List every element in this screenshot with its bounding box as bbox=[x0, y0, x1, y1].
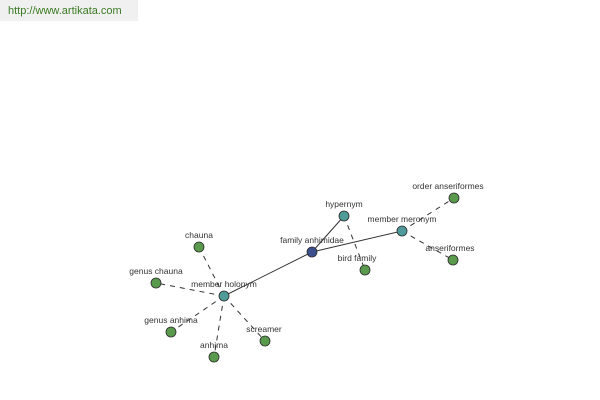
node-screamer[interactable] bbox=[259, 335, 271, 347]
edges-layer bbox=[155, 197, 455, 358]
node-member-meronym[interactable] bbox=[396, 225, 408, 237]
node-label-bird-family[interactable]: bird family bbox=[338, 253, 377, 263]
node-label-member-holonym[interactable]: member holonym bbox=[191, 279, 257, 289]
labels-layer: family anhimidae hypernym member meronym me… bbox=[129, 181, 483, 350]
node-label-genus-anhima[interactable]: genus anhima bbox=[144, 315, 198, 325]
node-label-genus-chauna[interactable]: genus chauna bbox=[129, 266, 183, 276]
node-member-holonym[interactable] bbox=[218, 290, 230, 302]
node-label-chauna[interactable]: chauna bbox=[185, 230, 213, 240]
node-label-hypernym[interactable]: hypernym bbox=[325, 199, 362, 209]
node-order-anseriformes[interactable] bbox=[448, 192, 460, 204]
node-anseriformes[interactable] bbox=[447, 254, 459, 266]
edge-member_meronym-order_anseriformes bbox=[401, 197, 455, 232]
edge-center-hypernym bbox=[311, 215, 345, 253]
site-url-link[interactable]: http://www.artikata.com bbox=[8, 4, 122, 17]
node-label-order-anseriformes[interactable]: order anseriformes bbox=[412, 181, 483, 191]
node-hypernym[interactable] bbox=[338, 210, 350, 222]
edge-member_holonym-screamer bbox=[223, 295, 266, 342]
edge-member_holonym-anhima bbox=[213, 295, 225, 358]
nodes-layer bbox=[150, 192, 460, 363]
node-center[interactable] bbox=[306, 246, 318, 258]
node-label-center[interactable]: family anhimidae bbox=[280, 235, 344, 245]
node-label-member-meronym[interactable]: member meronym bbox=[368, 214, 437, 224]
node-anhima[interactable] bbox=[208, 351, 220, 363]
edge-member_holonym-genus_anhima bbox=[170, 295, 225, 333]
node-chauna[interactable] bbox=[193, 241, 205, 253]
url-bar: http://www.artikata.com bbox=[0, 0, 138, 21]
node-label-anhima[interactable]: anhima bbox=[200, 340, 228, 350]
edge-center-member_meronym bbox=[311, 230, 403, 253]
node-label-anseriformes[interactable]: anseriformes bbox=[425, 243, 474, 253]
node-bird-family[interactable] bbox=[359, 264, 371, 276]
node-label-screamer[interactable]: screamer bbox=[246, 324, 282, 334]
node-genus-chauna[interactable] bbox=[150, 277, 162, 289]
edge-center-member_holonym bbox=[223, 251, 313, 297]
edge-member_holonym-genus_chauna bbox=[155, 282, 225, 297]
node-genus-anhima[interactable] bbox=[165, 326, 177, 338]
